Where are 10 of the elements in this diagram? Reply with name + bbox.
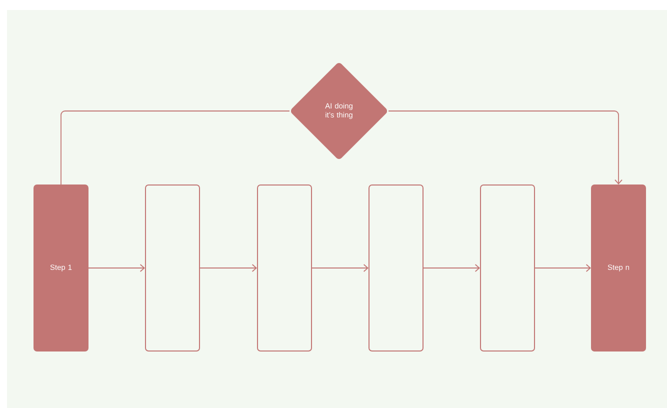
arrow — [200, 264, 257, 272]
arrow — [88, 264, 145, 272]
arrow — [534, 264, 591, 272]
empty-box — [145, 184, 200, 352]
arrow — [423, 264, 480, 272]
empty-box — [368, 184, 424, 352]
arrow — [312, 264, 368, 272]
empty-box — [480, 184, 535, 352]
empty-box — [257, 184, 312, 352]
arrow — [388, 110, 622, 184]
